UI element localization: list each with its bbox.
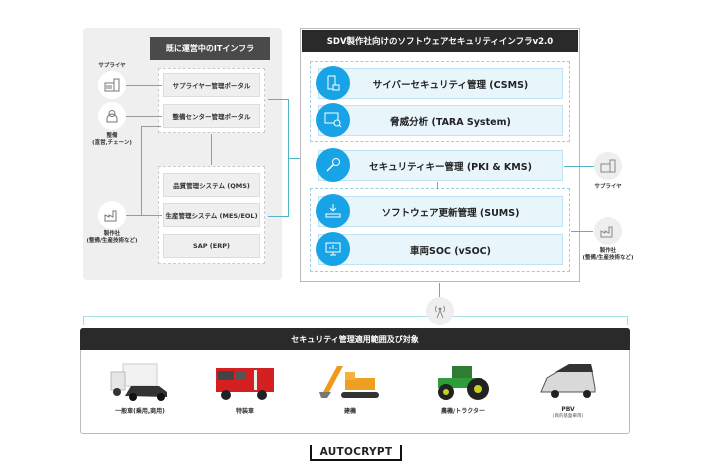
monitor-chart-icon [316, 232, 350, 266]
manufacturer-sublabel: (整備/生産技術など) [86, 238, 138, 244]
fire-truck-image [216, 368, 274, 400]
connector [439, 283, 440, 297]
operations-group [310, 188, 570, 272]
vehicle-label: PBV [561, 406, 575, 413]
tractor-image [438, 366, 489, 400]
connector [268, 99, 288, 100]
vehicle-label: 建機 [343, 408, 356, 415]
vehicle-special: 特装車 [200, 362, 290, 415]
connector [126, 116, 162, 117]
connector [126, 215, 162, 216]
building-icon [98, 71, 126, 99]
excavator-image [319, 366, 379, 398]
right-supplier-label: サプライヤ [594, 184, 622, 190]
connector [564, 166, 594, 167]
factory-icon [594, 217, 622, 245]
connector [571, 231, 593, 232]
service-sublabel: (直営,チェーン) [92, 140, 132, 146]
connector [141, 126, 161, 127]
sdv-infra-title: SDV製作社向けのソフトウェアセキュリティインフラv2.0 [302, 30, 578, 52]
service-label: 整備 [106, 133, 118, 139]
connector [211, 134, 212, 165]
connector [437, 182, 438, 189]
vehicle-construction: 建機 [305, 362, 395, 415]
vehicle-label: 農機/トラクター [441, 408, 485, 415]
download-icon [316, 194, 350, 228]
service-center-portal: 整備センター管理ポータル [163, 104, 260, 128]
module-tara: 脅威分析 (TARA System) [318, 105, 563, 136]
scope-title: セキュリティ管理適用範囲及び対象 [80, 328, 630, 350]
pbv-image [540, 364, 596, 398]
connector [268, 216, 288, 217]
key-icon [316, 148, 350, 182]
module-sums: ソフトウェア更新管理 (SUMS) [318, 196, 563, 227]
antenna-icon [426, 297, 454, 325]
manufacturer-label: 製作社 [103, 231, 121, 237]
document-lock-icon [316, 66, 350, 100]
connector [126, 85, 162, 86]
mes-eol-system: 生産管理システム (MES/EOL) [163, 203, 260, 227]
vehicle-pbv: PBV (目的基盤車両) [523, 362, 613, 419]
connector [288, 158, 300, 159]
module-vsoc: 車両SOC (vSOC) [318, 234, 563, 265]
analysis-group [310, 61, 570, 142]
vehicle-sublabel: (目的基盤車両) [552, 414, 584, 419]
scope-connector [83, 316, 628, 325]
building-icon [594, 152, 622, 180]
person-icon [98, 102, 126, 130]
vehicle-agricultural: 農機/トラクター [418, 362, 508, 415]
sap-erp-system: SAP (ERP) [163, 234, 260, 258]
existing-infra-title: 既に運営中のITインフラ [150, 37, 270, 60]
right-manufacturer-label: 製作社 [599, 248, 617, 254]
supplier-label: サプライヤ [98, 63, 126, 69]
module-csms: サイバーセキュリティ管理 (CSMS) [318, 68, 563, 99]
monitor-search-icon [316, 103, 350, 137]
vehicle-general: 一般車(乗用,商用) [95, 362, 185, 415]
right-manufacturer-sublabel: (整備/生産技術など) [582, 255, 634, 261]
autocrypt-logo: AUTOCRYPT [310, 445, 402, 461]
truck-car-image [110, 363, 167, 401]
supplier-portal: サプライヤー管理ポータル [163, 73, 260, 97]
vehicle-label: 一般車(乗用,商用) [115, 408, 165, 415]
connector [141, 126, 142, 216]
factory-icon [98, 201, 126, 229]
vehicle-label: 特装車 [235, 408, 254, 415]
qms-system: 品質管理システム (QMS) [163, 173, 260, 197]
module-pki-kms: セキュリティキー管理 (PKI & KMS) [318, 150, 563, 181]
